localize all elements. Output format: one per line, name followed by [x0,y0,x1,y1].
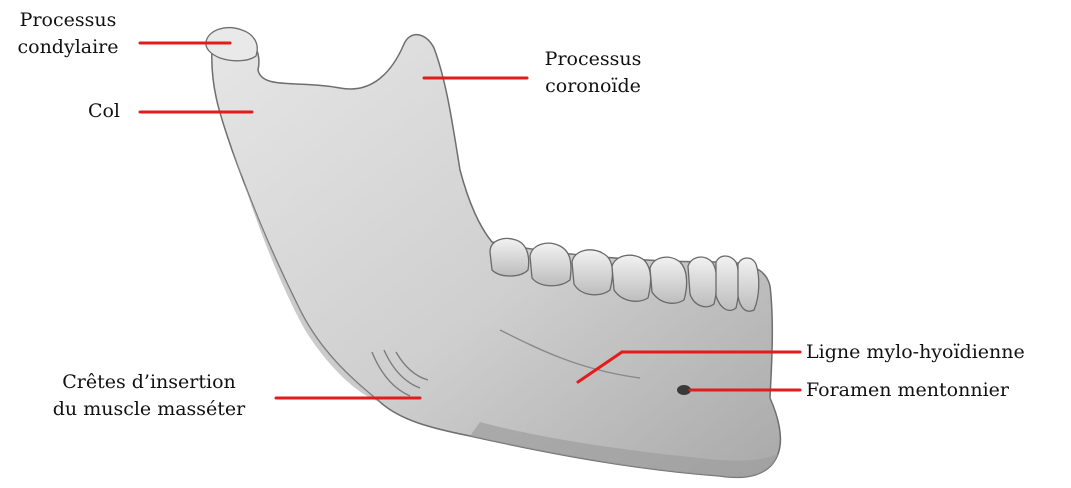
label-mylohyoid-line-text: Ligne mylo-hyoïdienne [806,339,1025,366]
label-masseter-ridges: Crêtes d’insertion du muscle masséter [30,369,268,423]
label-mental-foramen: Foramen mentonnier [806,377,1009,404]
label-coronoid-process-line1: Processus [528,46,658,73]
label-neck: Col [60,98,120,125]
label-masseter-ridges-line1: Crêtes d’insertion [30,369,268,396]
label-neck-line1: Col [60,98,120,125]
label-condylar-process: Processus condylaire [6,7,130,61]
label-condylar-process-line2: condylaire [6,34,130,61]
label-masseter-ridges-line2: du muscle masséter [30,396,268,423]
label-coronoid-process-line2: coronoïde [528,73,658,100]
label-condylar-process-line1: Processus [6,7,130,34]
label-coronoid-process: Processus coronoïde [528,46,658,100]
label-mylohyoid-line: Ligne mylo-hyoïdienne [806,339,1025,366]
label-mental-foramen-text: Foramen mentonnier [806,377,1009,404]
